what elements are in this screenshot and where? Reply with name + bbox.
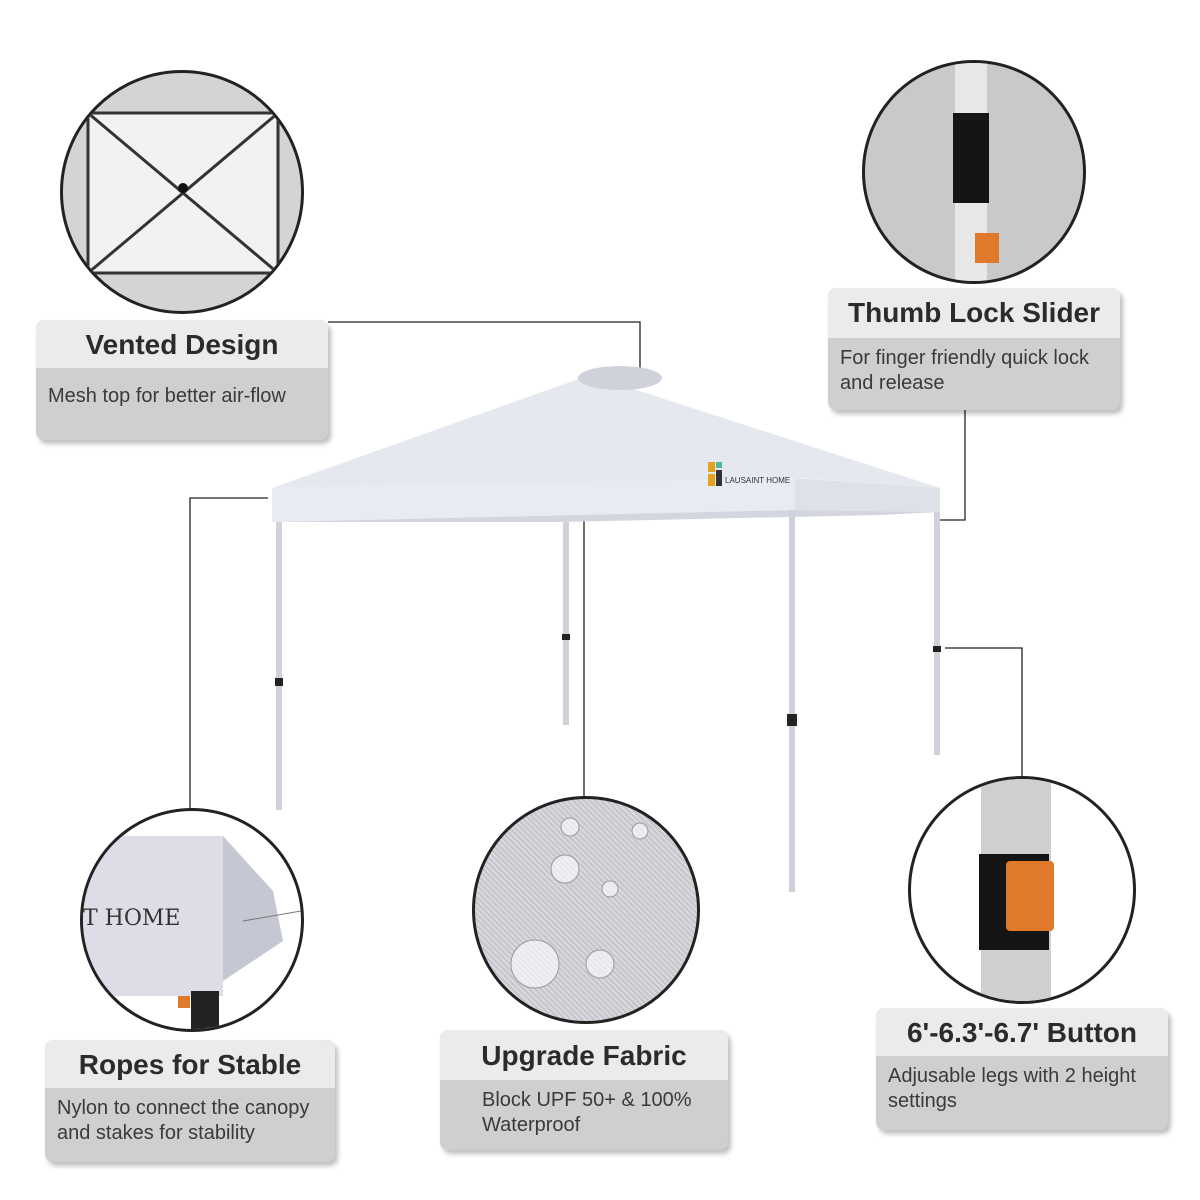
logo-mark [708,462,722,486]
brand-logo-text: LAUSAINT HOME [725,476,791,485]
canopy [272,366,940,522]
feature-card-ropes: Ropes for Stable Nylon to connect the ca… [45,1040,335,1162]
thumb-lock-detail-image [862,60,1086,284]
feature-title: Thumb Lock Slider [828,288,1120,338]
feature-description: Mesh top for better air-flow [48,385,286,407]
feature-title: Vented Design [36,320,328,368]
feature-description: Adjusable legs with 2 height settings [888,1065,1136,1112]
feature-title: 6'-6.3'-6.7' Button [876,1008,1168,1056]
legs [276,510,940,892]
feature-card-thumb-lock: Thumb Lock Slider For finger friendly qu… [828,288,1120,410]
feature-description: Nylon to connect the canopy and stakes f… [57,1097,310,1144]
feature-card-fabric: Upgrade Fabric Block UPF 50+ & 100% Wate… [440,1030,728,1150]
feature-card-button: 6'-6.3'-6.7' Button Adjusable legs with … [876,1008,1168,1130]
canopy-print-text: T HOME [83,906,181,931]
feature-card-vented: Vented Design Mesh top for better air-fl… [36,320,328,440]
button-detail-image [908,776,1136,1004]
ropes-detail-image: T HOME [80,808,304,1032]
vented-detail-image [60,70,304,314]
feature-description: For finger friendly quick lock and relea… [840,347,1089,394]
fabric-detail-image [472,796,700,1024]
feature-title: Ropes for Stable [45,1040,335,1088]
feature-title: Upgrade Fabric [440,1030,728,1080]
feature-description: Block UPF 50+ & 100% Waterproof [482,1089,692,1136]
